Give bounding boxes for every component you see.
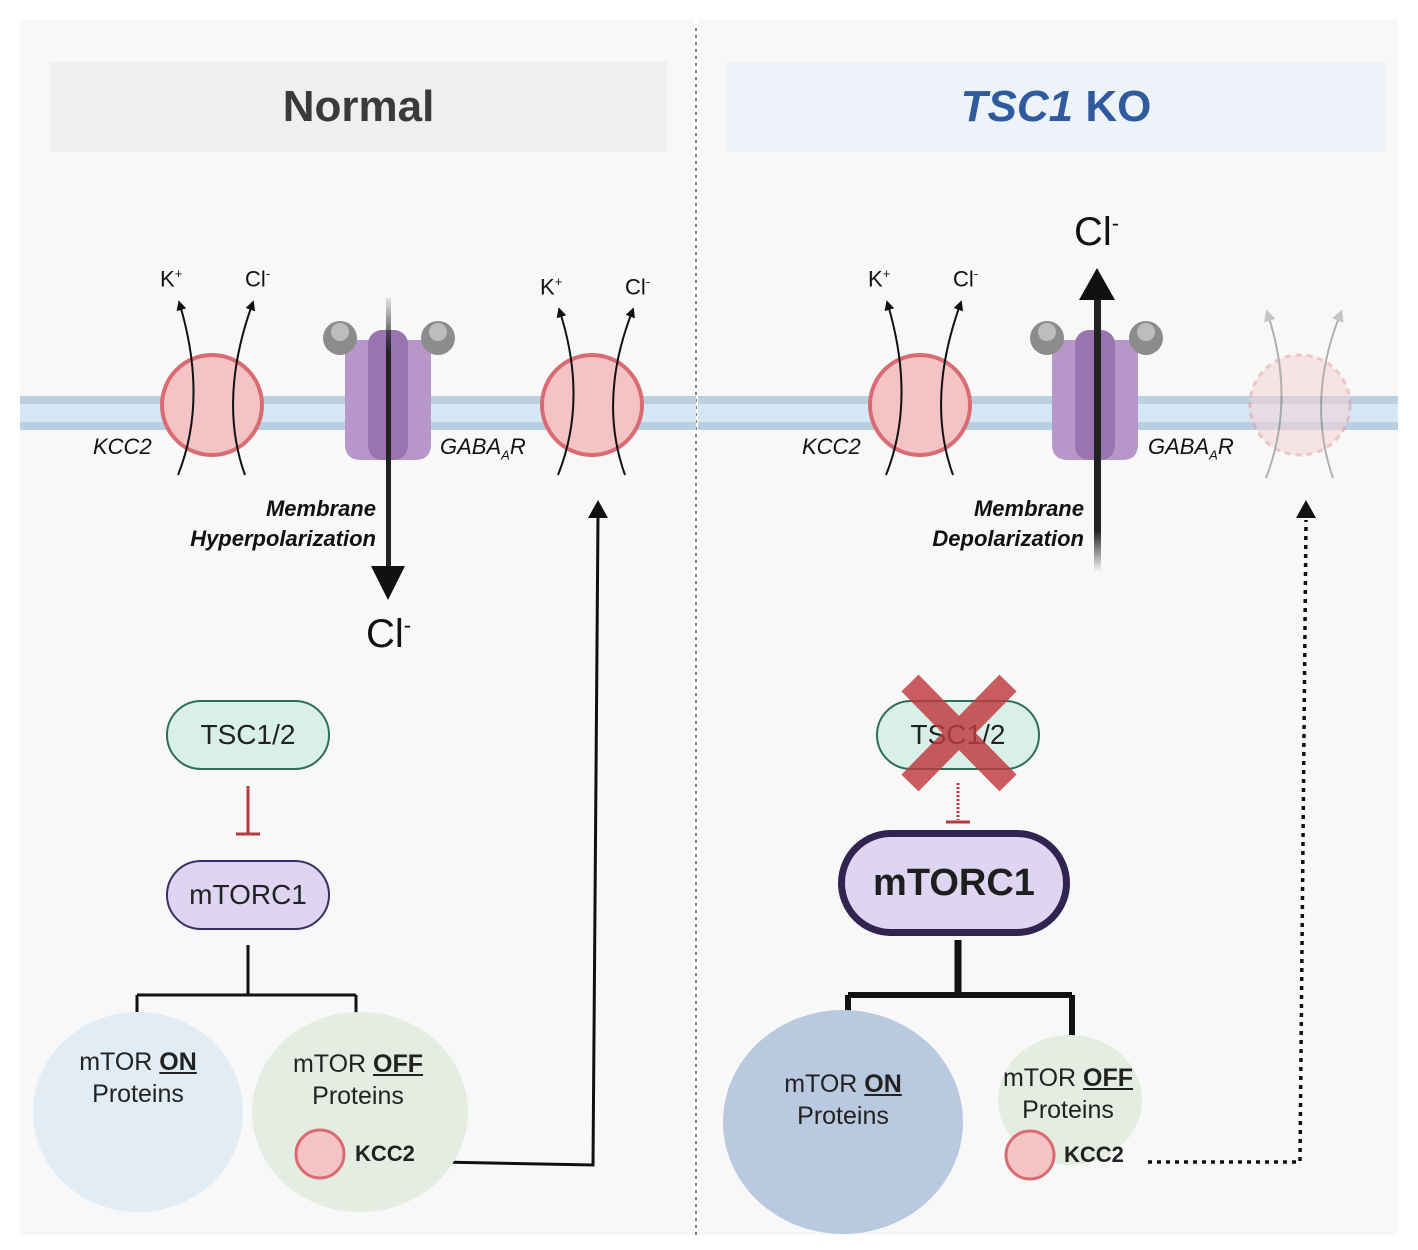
normal-kcc2-transporter-2 — [540, 307, 644, 476]
normal-title: Normal — [282, 82, 435, 131]
ko-off-proteins-label: mTOR OFF Proteins — [1002, 1064, 1134, 1124]
ko-header: TSC1 KO — [726, 62, 1386, 152]
normal-tsc-node: TSC1/2 — [166, 700, 330, 770]
normal-off-proteins-pool — [252, 1012, 468, 1212]
ko-title: TSC1 KO — [960, 82, 1152, 131]
normal-cl-ion-label: Cl- — [245, 266, 271, 292]
ko-kcc2-label: KCC2 — [802, 434, 861, 459]
normal-kcc2-label: KCC2 — [93, 434, 152, 459]
normal-cl-flow-label: Cl- — [366, 612, 412, 656]
normal-kcc2-protein-icon — [294, 1128, 346, 1180]
normal-kcc2-transporter — [160, 300, 264, 476]
ko-tsc-node: TSC1/2 — [876, 700, 1040, 770]
normal-k-ion-label: K+ — [160, 266, 183, 292]
normal-tsc-inhibition — [236, 786, 260, 836]
normal-off-proteins-label: mTOR OFF Proteins — [292, 1050, 424, 1110]
normal-kcc2-trafficking-arrow — [439, 500, 608, 1167]
ko-mtorc-node: mTORC1 — [838, 830, 1070, 936]
normal-header: Normal — [50, 62, 667, 152]
ko-tsc-inhibition-weak — [946, 783, 970, 824]
ko-on-proteins-label: mTOR ON Proteins — [784, 1070, 902, 1130]
ko-cl-flow-label: Cl- — [1074, 210, 1120, 254]
normal-gabaa-label: GABAAR — [440, 434, 526, 463]
normal-cl-influx-arrow — [371, 298, 405, 600]
normal-kcc2-protein-label: KCC2 — [355, 1141, 415, 1166]
ko-kcc2-transporter-reduced — [1248, 309, 1352, 479]
normal-on-proteins-pool — [33, 1012, 243, 1212]
normal-k-ion-label-2: K+ — [540, 274, 563, 300]
ko-gabaa-label: GABAAR — [1148, 434, 1234, 463]
ko-cl-efflux-arrow — [1079, 268, 1115, 572]
normal-cl-ion-label-2: Cl- — [625, 274, 651, 300]
normal-mtorc-node: mTORC1 — [166, 860, 330, 930]
ko-k-ion-label: K+ — [868, 266, 891, 292]
ko-kcc2-protein-icon — [1004, 1129, 1056, 1181]
normal-on-proteins-label: mTOR ON Proteins — [79, 1048, 197, 1108]
ko-kcc2-protein-label: KCC2 — [1064, 1142, 1124, 1167]
ko-cl-ion-label: Cl- — [953, 266, 979, 292]
ko-kcc2-transporter — [868, 300, 972, 476]
ko-kcc2-trafficking-arrow — [1148, 500, 1316, 1164]
ko-on-proteins-pool — [723, 1010, 963, 1234]
